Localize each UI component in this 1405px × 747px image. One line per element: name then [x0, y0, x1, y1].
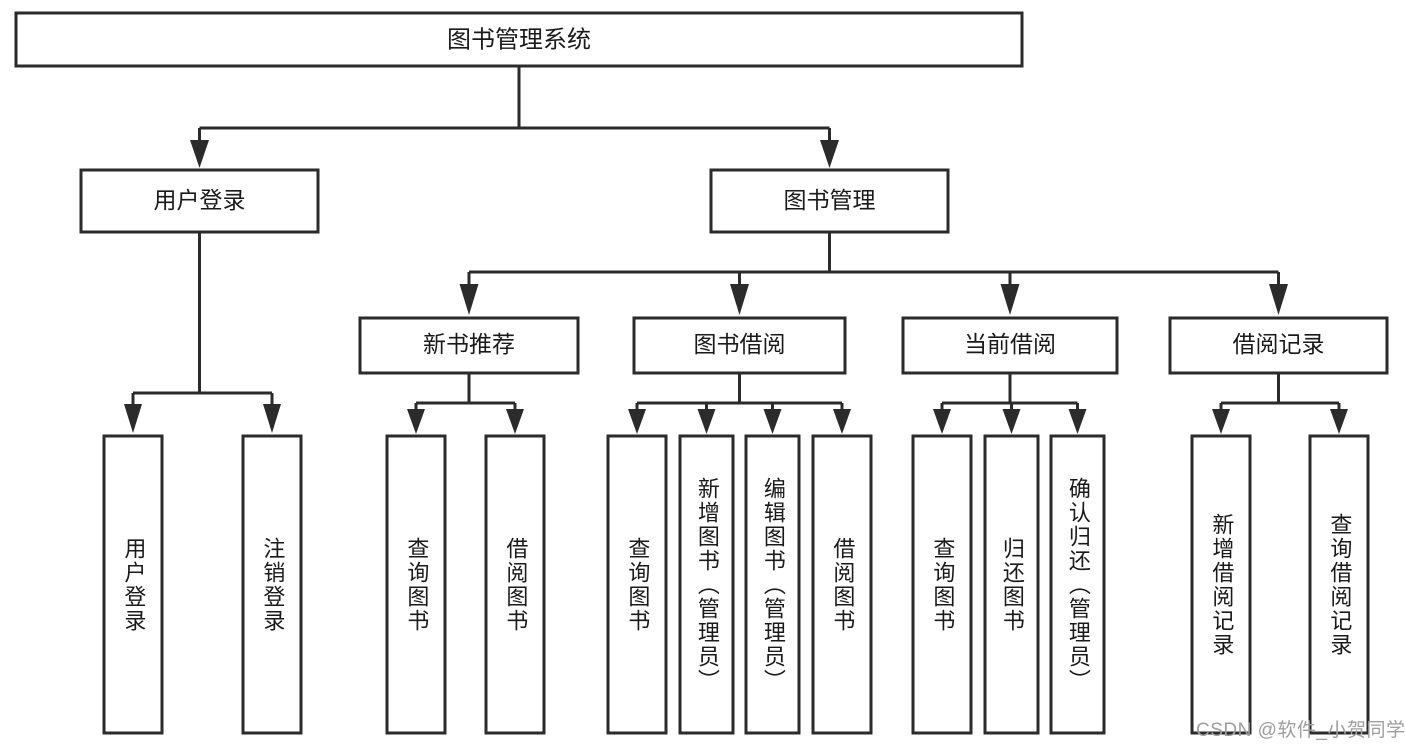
node-book-borrow-rect[interactable] [632, 316, 847, 375]
node-borrow-record[interactable]: 借阅记录 [1168, 316, 1389, 375]
arrowhead-leaf-borrow-book [833, 409, 851, 434]
arrowhead-borrow-record [1269, 284, 1288, 315]
arrowhead-leaf-edit-book-admin [763, 409, 782, 434]
node-current-borrow-label: 当前借阅 [964, 331, 1056, 357]
node-borrow-record-label: 借阅记录 [1233, 331, 1325, 357]
node-new-book-recommend[interactable]: 新书推荐 [358, 316, 580, 375]
arrowhead-leaf-add-borrow-record [1212, 409, 1230, 434]
node-leaf-query-borrow-record-rect[interactable] [1308, 434, 1370, 735]
arrowhead-new-book-recommend [459, 284, 479, 315]
arrowhead-book-borrow [730, 284, 749, 315]
arrowhead-user-login [190, 140, 209, 168]
node-leaf-query-book-recommend-rect[interactable] [385, 434, 447, 735]
connectors-group [124, 66, 1348, 434]
arrowhead-leaf-confirm-return-admin [1068, 409, 1087, 434]
node-leaf-confirm-return-admin-rect[interactable] [1049, 434, 1106, 735]
node-current-borrow-rect[interactable] [901, 316, 1119, 375]
arrowhead-leaf-query-book-borrow [628, 409, 646, 434]
arrowhead-leaf-query-book-current [933, 409, 951, 434]
node-user-login-label: 用户登录 [154, 187, 246, 213]
node-leaf-query-book-current-rect[interactable] [911, 434, 973, 735]
node-user-login[interactable]: 用户登录 [79, 168, 320, 234]
arrowhead-leaf-query-book-recommend [407, 409, 425, 434]
node-new-book-recommend-rect[interactable] [358, 316, 580, 375]
arrowhead-book-management [820, 140, 839, 168]
node-borrow-record-rect[interactable] [1168, 316, 1389, 375]
node-book-borrow-label: 图书借阅 [694, 331, 786, 357]
node-leaf-return-book-rect[interactable] [983, 434, 1040, 735]
arrowhead-leaf-add-book-admin [697, 409, 716, 434]
node-book-management-label: 图书管理 [784, 187, 876, 213]
node-leaf-add-borrow-record-rect[interactable] [1190, 434, 1252, 735]
arrowhead-leaf-return-book [1002, 409, 1021, 434]
node-current-borrow[interactable]: 当前借阅 [901, 316, 1119, 375]
node-user-login-rect[interactable] [79, 168, 320, 234]
watermark-text: CSDN @软件_小贺同学 [1196, 720, 1405, 741]
node-root-label: 图书管理系统 [447, 26, 591, 53]
arrowhead-leaf-user-login [124, 404, 142, 433]
node-leaf-query-book-borrow-rect[interactable] [606, 434, 668, 735]
node-leaf-edit-book-admin-rect[interactable] [744, 434, 801, 735]
node-leaf-add-book-admin-rect[interactable] [678, 434, 735, 735]
node-new-book-recommend-label: 新书推荐 [423, 331, 515, 357]
node-root[interactable]: 图书管理系统 [14, 11, 1024, 68]
node-book-borrow[interactable]: 图书借阅 [632, 316, 847, 375]
arrowhead-leaf-borrow-book-recommend [506, 409, 524, 434]
node-leaf-borrow-book-recommend-rect[interactable] [484, 434, 546, 735]
arrowhead-current-borrow [1000, 284, 1020, 315]
node-book-management[interactable]: 图书管理 [709, 168, 950, 234]
leaf-boxes-group [102, 434, 1370, 735]
node-leaf-user-login-rect[interactable] [102, 434, 164, 735]
node-root-rect[interactable] [14, 11, 1024, 68]
node-leaf-user-logout-rect[interactable] [241, 434, 303, 735]
node-leaf-borrow-book-rect[interactable] [811, 434, 873, 735]
node-book-management-rect[interactable] [709, 168, 950, 234]
arrowhead-leaf-user-logout [263, 404, 281, 433]
arrowhead-leaf-query-borrow-record [1330, 409, 1348, 434]
